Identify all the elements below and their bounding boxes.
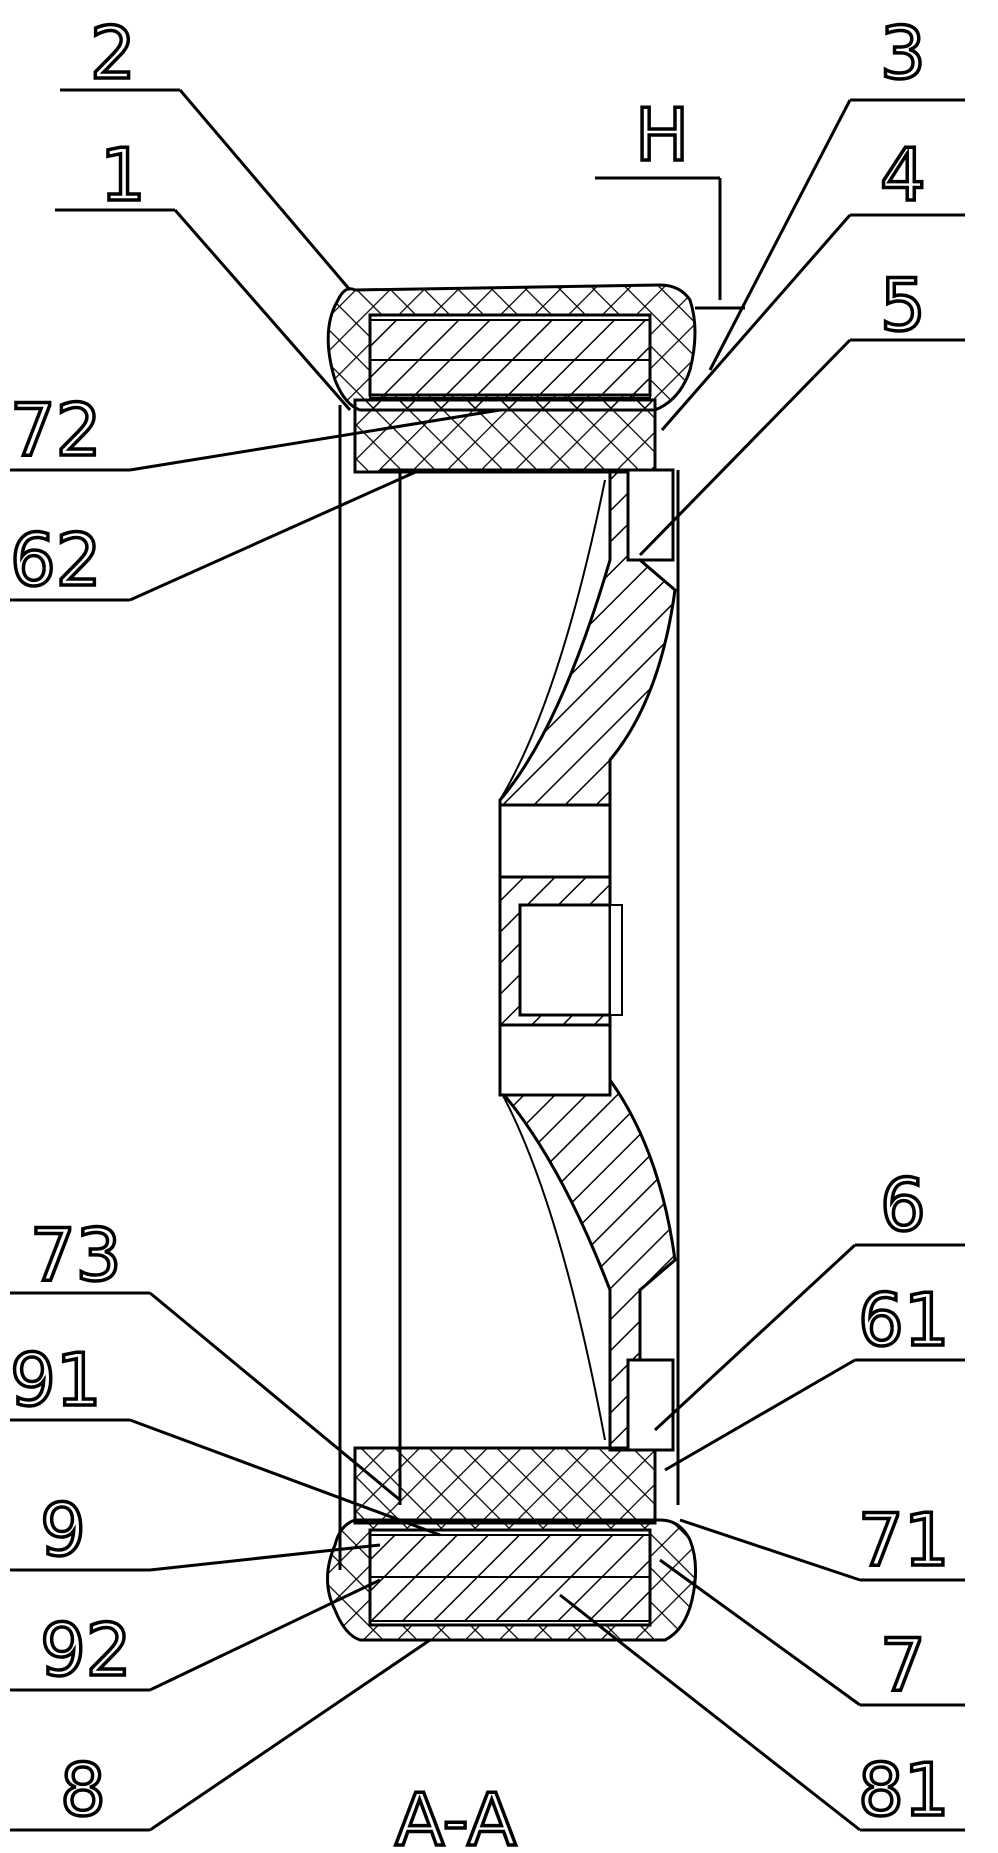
part-label-2: 2 bbox=[90, 11, 136, 95]
part-label-72: 72 bbox=[10, 388, 102, 472]
part-label-7: 7 bbox=[880, 1623, 926, 1707]
part-label-6: 6 bbox=[880, 1163, 926, 1247]
part-label-5: 5 bbox=[880, 263, 926, 347]
part-label-92: 92 bbox=[40, 1608, 132, 1692]
part-label-8: 8 bbox=[60, 1748, 106, 1832]
part-label-71: 71 bbox=[858, 1498, 950, 1582]
part-label-9: 9 bbox=[40, 1488, 86, 1572]
wheel-body bbox=[338, 405, 680, 1570]
part-label-91: 91 bbox=[10, 1338, 102, 1422]
top-tyre bbox=[326, 283, 697, 474]
leader-lines bbox=[10, 88, 965, 1832]
dimension-label: H bbox=[635, 93, 689, 177]
part-label-73: 73 bbox=[30, 1213, 122, 1297]
part-label-3: 3 bbox=[880, 11, 926, 95]
part-label-62: 62 bbox=[10, 518, 102, 602]
bottom-tyre bbox=[326, 1446, 697, 1642]
part-label-1: 1 bbox=[100, 133, 146, 217]
hub bbox=[498, 468, 677, 1452]
part-label-81: 81 bbox=[858, 1748, 950, 1832]
part-label-4: 4 bbox=[880, 133, 926, 217]
section-label: A-A bbox=[395, 1778, 516, 1853]
part-label-61: 61 bbox=[858, 1278, 950, 1362]
